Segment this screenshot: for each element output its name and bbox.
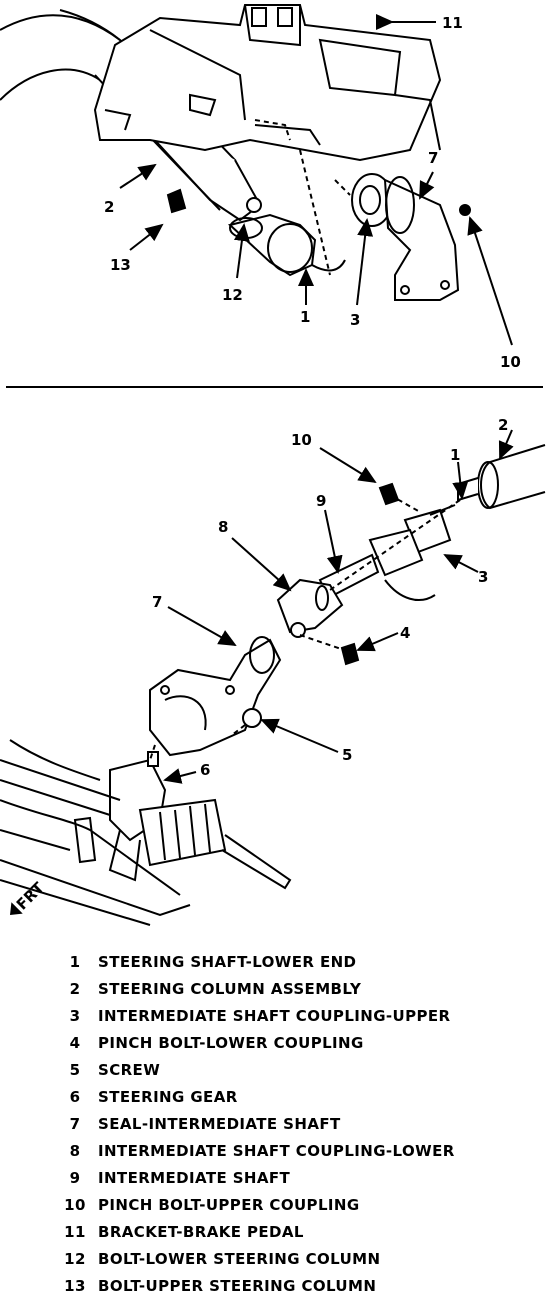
legend-label: PINCH BOLT-UPPER COUPLING bbox=[98, 1195, 360, 1214]
coupling-lower bbox=[276, 578, 344, 638]
legend-number: 5 bbox=[69, 1060, 81, 1079]
frame-rail bbox=[0, 739, 191, 926]
screw-bottom bbox=[242, 708, 262, 728]
legend-item: 4 PINCH BOLT-LOWER COUPLING bbox=[52, 1029, 522, 1056]
bracket-brake-pedal bbox=[93, 4, 442, 162]
callout-9-bottom: 9 bbox=[316, 492, 326, 510]
legend-label: PINCH BOLT-LOWER COUPLING bbox=[98, 1033, 364, 1052]
front-indicator: FRT bbox=[10, 878, 48, 915]
legend-item: 13 BOLT-UPPER STEERING COLUMN bbox=[52, 1272, 522, 1299]
legend-label: BRACKET-BRAKE PEDAL bbox=[98, 1222, 304, 1241]
legend-item: 6 STEERING GEAR bbox=[52, 1083, 522, 1110]
callout-4-bottom: 4 bbox=[400, 624, 410, 642]
top-view bbox=[0, 4, 513, 346]
top-view-callouts: 11 7 2 13 12 1 3 10 bbox=[104, 14, 521, 371]
legend-number: 9 bbox=[69, 1168, 81, 1187]
callout-5-bottom: 5 bbox=[342, 746, 352, 764]
legend-number: 12 bbox=[64, 1249, 86, 1268]
legend-item: 7 SEAL-INTERMEDIATE SHAFT bbox=[52, 1110, 522, 1137]
callout-7-top: 7 bbox=[428, 149, 438, 167]
legend-number: 7 bbox=[69, 1114, 81, 1133]
legend-label: SCREW bbox=[98, 1060, 161, 1079]
legend-item: 12 BOLT-LOWER STEERING COLUMN bbox=[52, 1245, 522, 1272]
legend-item: 8 INTERMEDIATE SHAFT COUPLING-LOWER bbox=[52, 1137, 522, 1164]
legend-item: 1 STEERING SHAFT-LOWER END bbox=[52, 948, 522, 975]
parts-legend: 1 STEERING SHAFT-LOWER END 2 STEERING COLU… bbox=[52, 948, 522, 1299]
coupling-upper-bottom bbox=[368, 504, 456, 601]
legend-number: 8 bbox=[69, 1141, 81, 1160]
bottom-view-callouts: 10 2 1 9 8 3 7 4 5 6 bbox=[152, 416, 508, 779]
callout-2-top: 2 bbox=[104, 198, 114, 216]
legend-label: STEERING GEAR bbox=[98, 1087, 238, 1106]
callout-11-top: 11 bbox=[442, 14, 463, 32]
callout-3-top: 3 bbox=[350, 311, 360, 329]
callout-1-top: 1 bbox=[300, 308, 310, 326]
callout-2-bottom: 2 bbox=[498, 416, 508, 434]
legend-item: 2 STEERING COLUMN ASSEMBLY bbox=[52, 975, 522, 1002]
callout-7-bottom: 7 bbox=[152, 593, 162, 611]
legend-number: 4 bbox=[69, 1033, 81, 1052]
lower-shaft-boot bbox=[227, 213, 346, 277]
seal-intermediate-shaft-bottom bbox=[149, 636, 282, 757]
pinch-bolt-lower-bottom bbox=[340, 642, 360, 666]
pinch-bolt-upper-bottom bbox=[378, 482, 400, 506]
legend-number: 3 bbox=[69, 1006, 81, 1025]
legend-item: 3 INTERMEDIATE SHAFT COUPLING-UPPER bbox=[52, 1002, 522, 1029]
callout-1-bottom: 1 bbox=[450, 446, 460, 464]
legend-item: 10 PINCH BOLT-UPPER COUPLING bbox=[52, 1191, 522, 1218]
steering-diagram: 11 7 2 13 12 1 3 10 bbox=[0, 4, 546, 926]
front-arrow-icon bbox=[10, 902, 23, 915]
callout-6-bottom: 6 bbox=[200, 761, 210, 779]
bolt-lower-steering-column-top bbox=[246, 197, 262, 213]
bottom-view bbox=[0, 429, 546, 926]
callout-3-bottom: 3 bbox=[478, 568, 488, 586]
legend-label: INTERMEDIATE SHAFT COUPLING-UPPER bbox=[98, 1006, 451, 1025]
callout-10-top: 10 bbox=[500, 353, 521, 371]
legend-item: 11 BRACKET-BRAKE PEDAL bbox=[52, 1218, 522, 1245]
legend-label: INTERMEDIATE SHAFT COUPLING-LOWER bbox=[98, 1141, 455, 1160]
front-label: FRT bbox=[13, 878, 48, 913]
callout-10-bottom: 10 bbox=[291, 431, 312, 449]
callout-12-top: 12 bbox=[222, 286, 243, 304]
bolt-upper-steering-column-top bbox=[166, 188, 187, 214]
legend-label: STEERING COLUMN ASSEMBLY bbox=[98, 979, 362, 998]
legend-item: 9 INTERMEDIATE SHAFT bbox=[52, 1164, 522, 1191]
callout-8-bottom: 8 bbox=[218, 518, 228, 536]
legend-number: 1 bbox=[69, 952, 81, 971]
legend-number: 13 bbox=[64, 1276, 86, 1295]
callout-13-top: 13 bbox=[110, 256, 131, 274]
pinch-bolt-upper-top bbox=[459, 204, 471, 216]
legend-label: STEERING SHAFT-LOWER END bbox=[98, 952, 357, 971]
legend-label: SEAL-INTERMEDIATE SHAFT bbox=[98, 1114, 341, 1133]
legend-number: 2 bbox=[69, 979, 81, 998]
steering-gear bbox=[73, 751, 292, 890]
legend-label: INTERMEDIATE SHAFT bbox=[98, 1168, 291, 1187]
steering-column-assembly-bottom bbox=[457, 444, 546, 510]
legend-label: BOLT-UPPER STEERING COLUMN bbox=[98, 1276, 377, 1295]
legend-item: 5 SCREW bbox=[52, 1056, 522, 1083]
legend-label: BOLT-LOWER STEERING COLUMN bbox=[98, 1249, 381, 1268]
legend-number: 11 bbox=[64, 1222, 86, 1241]
legend-number: 6 bbox=[69, 1087, 81, 1106]
legend-number: 10 bbox=[64, 1195, 86, 1214]
seal-intermediate-shaft-top bbox=[383, 176, 460, 301]
